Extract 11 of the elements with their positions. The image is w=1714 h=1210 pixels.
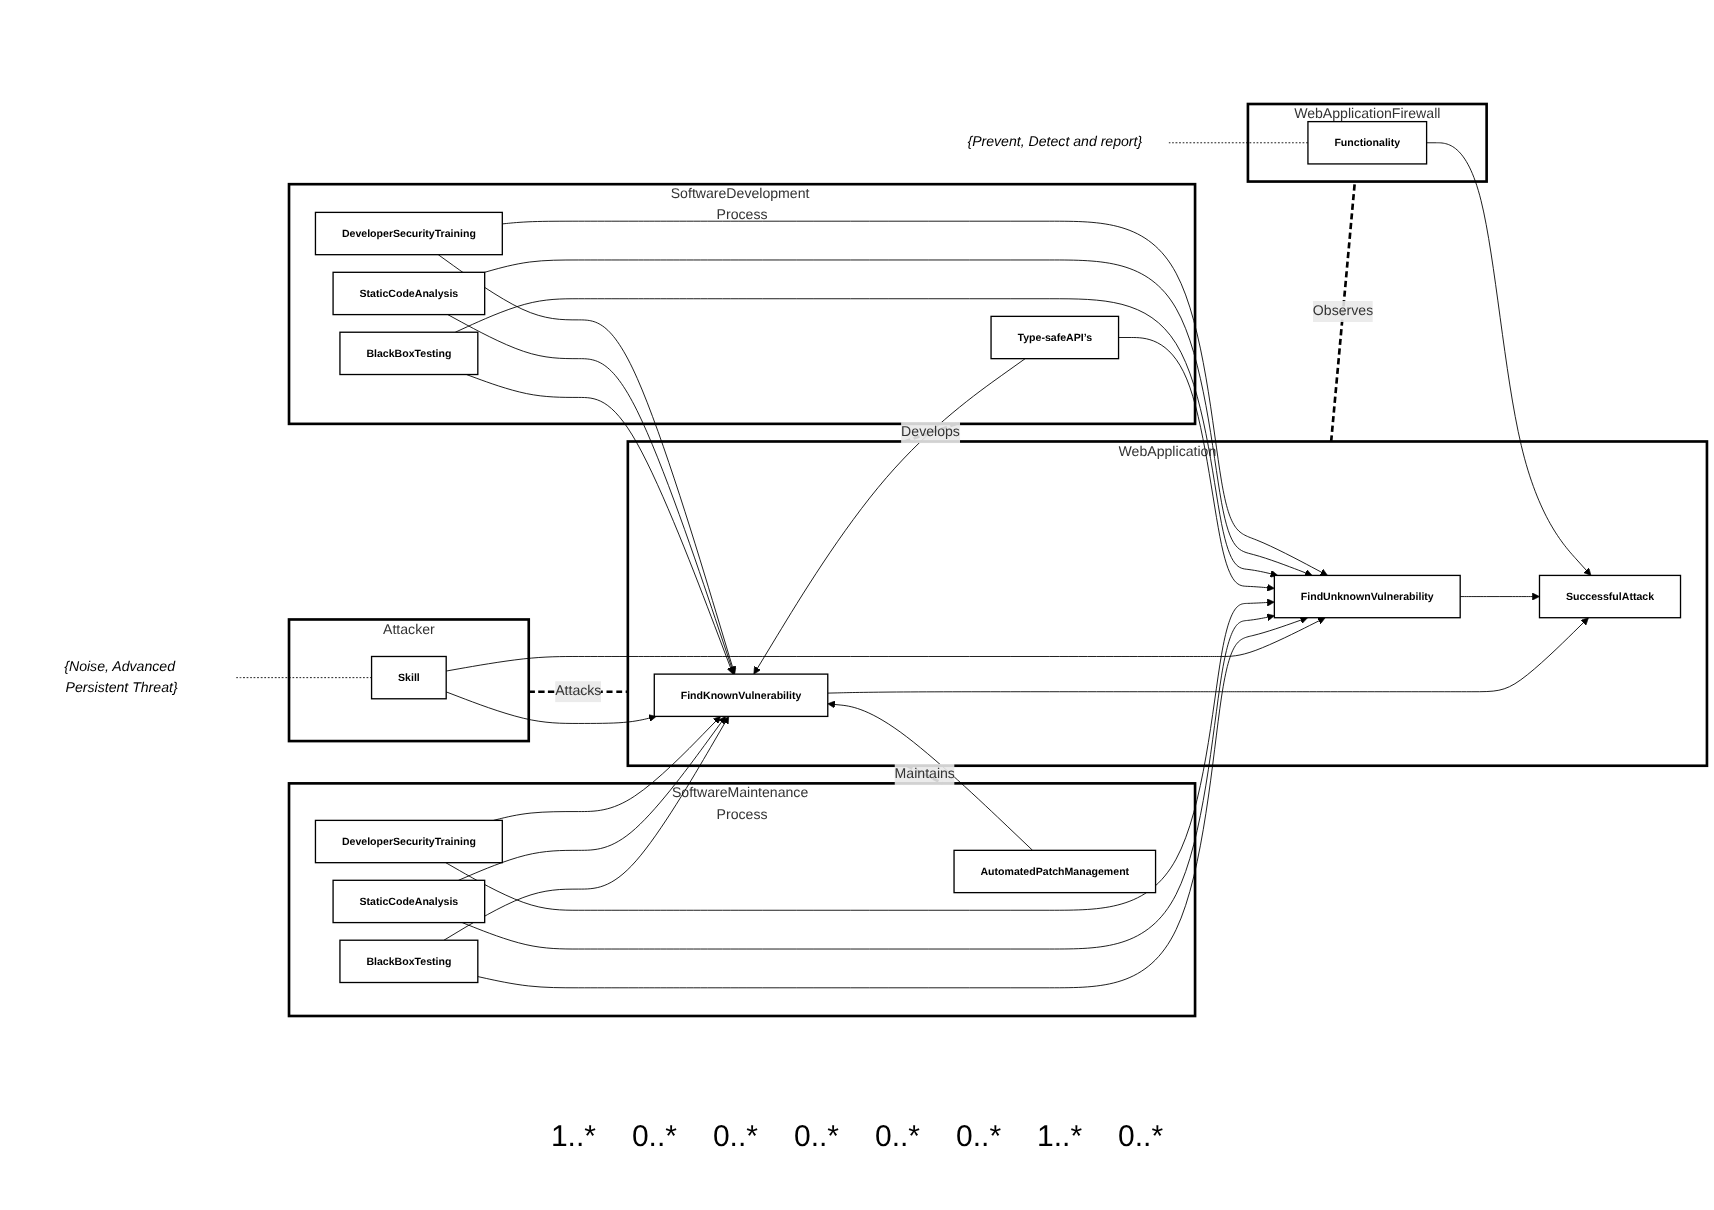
connector: [1168, 142, 1309, 144]
multiplicity-label: 1..*: [1037, 1120, 1083, 1154]
multiplicity-label: 0..*: [956, 1120, 1002, 1154]
connector: [1329, 181, 1357, 442]
multiplicity-label: 0..*: [875, 1120, 921, 1154]
multiplicity-label: 0..*: [712, 1120, 758, 1154]
multiplicity-label: 0..*: [631, 1120, 677, 1154]
multiplicity-label: 0..*: [793, 1120, 839, 1154]
multiplicity-label: 0..*: [1118, 1120, 1164, 1154]
multiplicity-label: 1..*: [550, 1120, 596, 1154]
connector: [235, 677, 372, 679]
